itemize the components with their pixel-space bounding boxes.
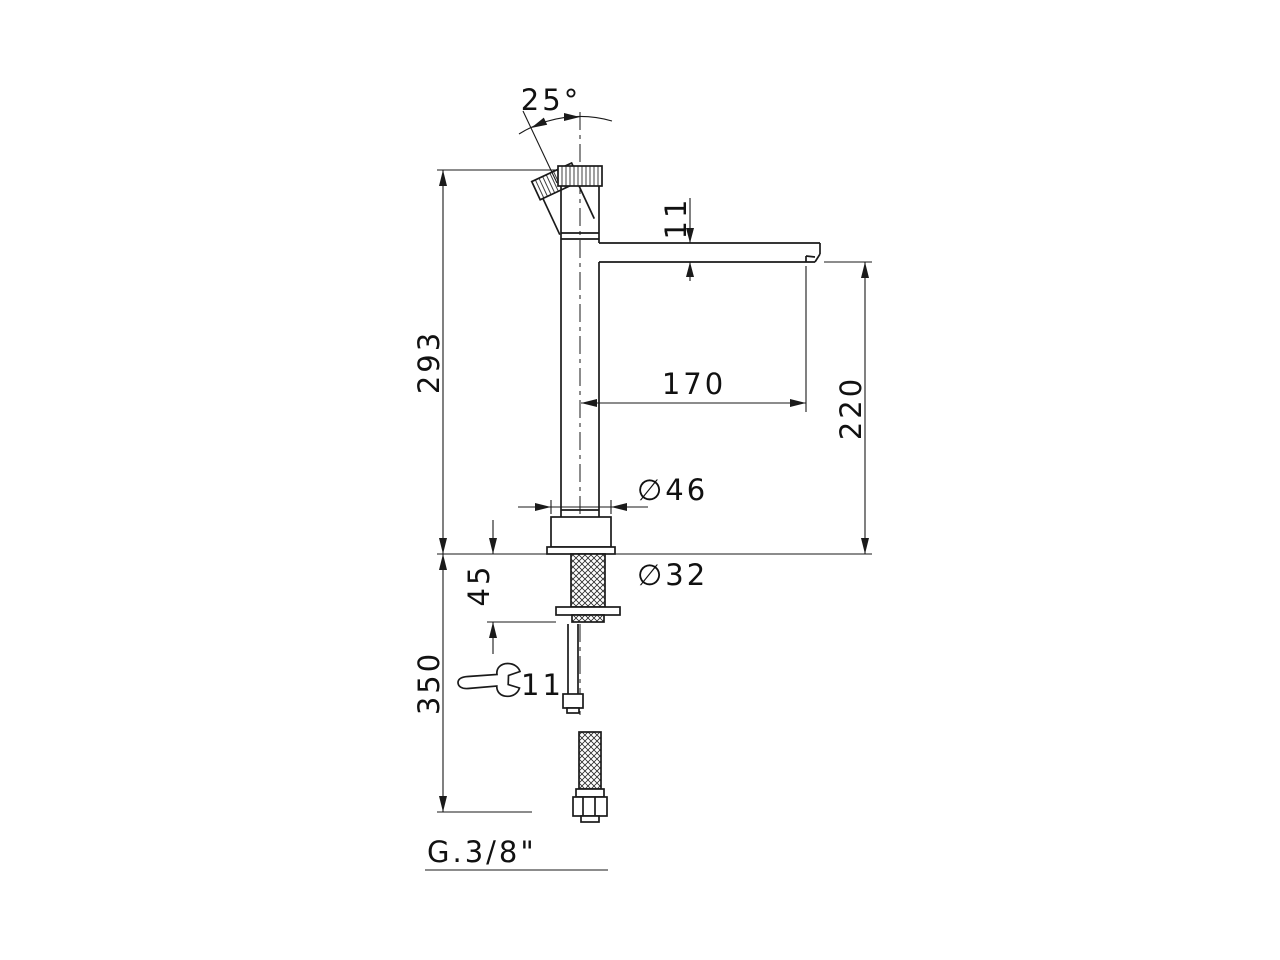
dimension-angle: 25° [518,83,613,184]
handle-cap [557,165,603,187]
mounting-washer [555,606,621,623]
label-deck-thickness: 45 [462,564,496,607]
label-base-diameter: ∅46 [637,473,708,507]
thread-note: G.3/8" [425,835,608,871]
dimension-spout-reach: 170 [581,266,807,412]
dimension-spout-height: 220 [824,261,872,554]
dimension-deck-thickness: 45 [462,520,556,654]
threaded-shank [570,553,606,608]
label-spout-reach: 170 [662,367,726,401]
faucet-body [546,165,821,555]
flexible-hose [572,731,608,823]
spout [599,242,821,263]
wrench-note: 11 [457,662,564,702]
dimension-heights: 293 350 [412,169,556,813]
dimension-base-diameter: ∅46 [518,473,708,514]
dimension-spout-thickness: 11 [659,197,694,281]
base [546,509,616,555]
label-shank-diameter: ∅32 [637,558,708,592]
label-wrench-size: 11 [521,668,564,702]
label-spout-height: 220 [834,376,868,440]
label-angle: 25° [521,83,581,117]
supply-rod [562,624,584,714]
label-thread: G.3/8" [427,835,537,869]
label-length-below-deck: 350 [412,651,446,715]
wrench-icon [457,662,522,698]
below-deck-assembly [555,553,621,823]
dimension-shank-diameter: ∅32 [637,558,708,592]
label-spout-thickness: 11 [659,197,693,240]
label-height-above-deck: 293 [412,330,446,394]
